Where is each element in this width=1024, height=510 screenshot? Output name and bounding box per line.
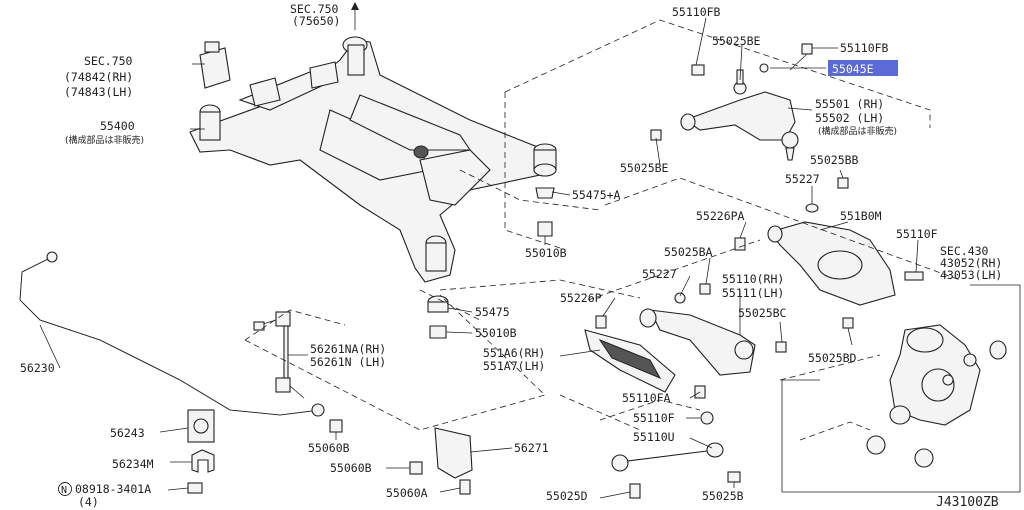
label-55010B-b: 55010B [475,326,517,340]
label-551B0M: 551B0M [840,209,882,223]
label-sec430: SEC.430 [940,244,989,258]
label-55025B: 55025B [702,489,744,503]
label-sec750-left: SEC.750 [84,54,133,68]
label-55110F-a: 55110F [896,227,938,241]
label-55025BB: 55025BB [810,153,859,167]
label-08918-qty: (4) [78,495,99,509]
axle-knuckle [866,324,1007,468]
label-74842: (74842(RH) [64,70,133,84]
bushing-upper [533,143,557,237]
label-55025BC: 55025BC [738,306,787,320]
label-55110F-b: 55110F [633,411,675,425]
label-55025D: 55025D [546,489,588,503]
dashed-guide-lines [244,19,961,441]
sec750-top-arrow [351,2,359,30]
label-55226P: 55226P [560,291,602,305]
label-551A6: 551A6(RH) [483,346,545,360]
label-55400: 55400 [100,119,135,133]
label-55025BE-a: 55025BE [712,34,761,48]
knuckle-group-box [781,284,1021,493]
label-sec750-top: SEC.750 [290,2,339,16]
tension-rod [611,411,741,499]
subframe-crossmember [189,36,546,283]
label-08918: 08918-3401A [75,482,151,496]
label-circled-n: N [61,485,67,496]
diagram-id: J43100ZB [936,495,999,510]
label-55060B-b: 55060B [330,461,372,475]
label-55111LH: 55111(LH) [722,286,784,300]
label-56261NA: 56261NA(RH) [310,342,386,356]
label-55226PA: 55226PA [696,209,745,223]
part-labels: SEC.750 (75650) SEC.750 (74842(RH) (7484… [20,2,1002,510]
label-55475: 55475 [475,305,510,319]
label-55502: 55502 (LH) [815,111,884,125]
label-55227-b: 55227 [642,267,677,281]
stabilizer-bar [19,251,325,417]
stabilizer-bracket [409,427,473,495]
label-sec750-top-sub: (75650) [292,14,340,28]
stabilizer-link [253,311,305,399]
label-55110RH: 55110(RH) [722,272,784,286]
label-55060A: 55060A [386,486,428,500]
label-55110FA: 55110FA [622,391,671,405]
label-55025BE-b: 55025BE [620,161,669,175]
mount-bracket [192,41,231,89]
label-56271: 56271 [514,441,549,455]
label-55475A: 55475+A [572,188,621,202]
label-56243: 56243 [110,426,145,440]
highlight-55045E [828,60,898,76]
label-55025BA: 55025BA [664,245,713,259]
stabilizer-bushing-clamp [187,409,343,494]
circled-n-symbol [58,482,72,496]
lateral-link [595,283,787,376]
label-55227-a: 55227 [785,172,820,186]
label-55110FB-b: 55110FB [840,41,889,55]
upper-control-arm [650,43,813,161]
leader-lines [39,17,919,499]
label-56261N: 56261N (LH) [310,355,386,369]
label-56230: 56230 [20,361,55,375]
label-56234M: 56234M [112,457,154,471]
label-55400-note: (構成部品は非販売) [65,134,144,146]
label-55110FB-a: 55110FB [672,5,721,19]
label-55025BD: 55025BD [808,351,857,365]
label-74843: (74843(LH) [64,85,133,99]
label-55010B-a: 55010B [525,246,567,260]
label-55060B-a: 55060B [308,441,350,455]
label-43052: 43052(RH) [940,256,1002,270]
label-55501-note: (構成部品は非販売) [818,125,897,137]
toe-link-bracket [584,329,706,399]
label-43053: 43053(LH) [940,268,1002,282]
label-551A7: 551A7(LH) [483,359,545,373]
bushing-lower [427,295,449,339]
label-55501: 55501 (RH) [815,97,884,111]
label-55110U: 55110U [633,430,675,444]
label-55045E: 55045E [832,62,874,76]
